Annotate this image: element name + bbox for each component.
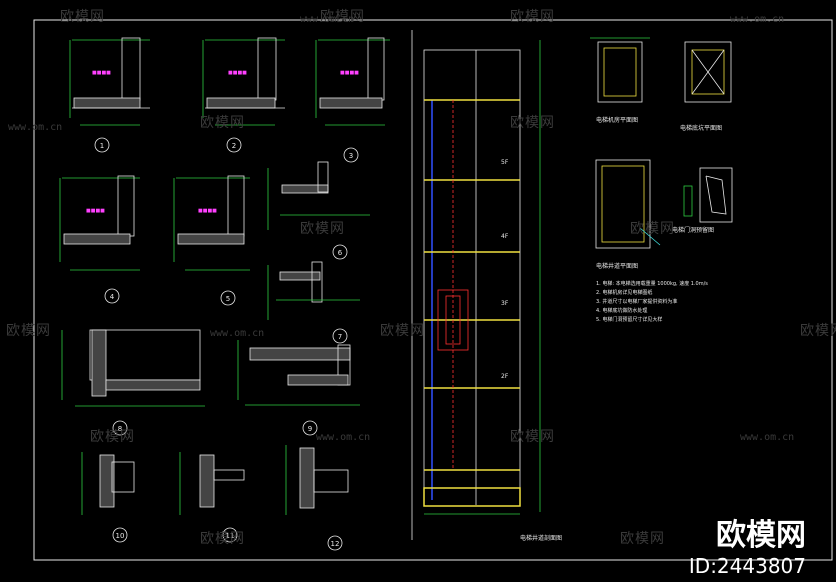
svg-text:■■■■: ■■■■: [198, 208, 217, 214]
detail-number: 2: [232, 142, 236, 150]
watermark-url: www.om.cn: [300, 14, 355, 25]
detail-number: 12: [331, 540, 340, 548]
plan-title-1: 电梯机房平面图: [596, 116, 638, 124]
drawing-frame: [33, 19, 833, 561]
watermark-text: 欧模网: [320, 9, 365, 25]
plan-title-4: 电梯门洞预留图: [672, 226, 714, 234]
detail-9: [237, 340, 360, 436]
detail-number: 1: [100, 142, 104, 150]
detail-number-labels: 1 2 3 4 5 6 7 8 9 10 11 12: [100, 142, 353, 548]
plan-title-3: 电梯井道平面图: [596, 262, 638, 270]
watermark-url: www.om.cn: [740, 432, 795, 443]
detail-4: ■■■■: [59, 175, 140, 304]
brand-logo-text: 欧模网: [716, 518, 806, 553]
note-line: 3. 井道尺寸以电梯厂家提供资料为准: [596, 298, 677, 305]
section-title: 电梯井道剖面图: [520, 534, 562, 542]
elevator-shaft-section: [411, 30, 541, 540]
watermark-url: www.om.cn: [8, 122, 63, 133]
watermark-url: www.om.cn: [210, 328, 265, 339]
notes-block: 1. 电梯: 本电梯选用载重量 1000kg, 速度 1.0m/s 2. 电梯机…: [596, 280, 708, 323]
svg-text:■■■■: ■■■■: [92, 70, 111, 76]
watermark-text: 欧模网: [510, 9, 555, 25]
detail-2: ■■■■: [202, 37, 285, 153]
watermark-text: 欧模网: [380, 323, 425, 339]
watermark-text: 欧模网: [620, 531, 665, 547]
watermark-text: 欧模网: [630, 221, 675, 237]
floor-label-2: 2F: [501, 373, 509, 380]
detail-5: ■■■■: [173, 175, 250, 306]
watermark-text: 欧模网: [510, 429, 555, 445]
watermark-text: 欧模网: [60, 9, 105, 25]
watermark-text: 欧模网: [800, 323, 836, 339]
watermark-url: www.om.cn: [316, 432, 371, 443]
detail-number: 7: [338, 333, 342, 341]
detail-number: 4: [110, 293, 115, 301]
detail-7: [267, 261, 360, 344]
detail-11: [179, 452, 245, 543]
svg-text:■■■■: ■■■■: [86, 208, 105, 214]
watermark-text: 欧模网: [200, 531, 245, 547]
door-opening-detail: [683, 167, 733, 223]
detail-number: 8: [118, 425, 122, 433]
detail-number: 6: [338, 249, 343, 257]
svg-text:■■■■: ■■■■: [340, 70, 359, 76]
watermark-text: 欧模网: [200, 115, 245, 131]
brand-id: ID:2443807: [688, 554, 806, 578]
detail-3: ■■■■: [315, 37, 390, 163]
pit-plan: [684, 41, 732, 103]
detail-number: 9: [308, 425, 312, 433]
watermark-text: 欧模网: [90, 429, 135, 445]
watermark-text: 欧模网: [6, 323, 51, 339]
watermark-text: 欧模网: [300, 221, 345, 237]
watermark-text: 欧模网: [510, 115, 555, 131]
note-line: 1. 电梯: 本电梯选用载重量 1000kg, 速度 1.0m/s: [596, 280, 708, 287]
watermark-url: www.om.cn: [730, 14, 785, 25]
note-line: 5. 电梯门洞预留尺寸详见大样: [596, 316, 662, 323]
detail-10: [81, 452, 135, 543]
floor-label-4: 4F: [501, 233, 509, 240]
note-line: 4. 电梯底坑做防水处理: [596, 307, 647, 314]
detail-number: 10: [116, 532, 125, 540]
detail-number: 3: [349, 152, 353, 160]
plan-title-2: 电梯底坑平面图: [680, 124, 722, 132]
detail-number: 11: [226, 532, 235, 540]
floor-label-5: 5F: [501, 159, 509, 166]
detail-8: [61, 329, 205, 436]
note-line: 2. 电梯机房详见电梯图纸: [596, 289, 652, 296]
detail-6: [267, 161, 370, 260]
detail-1: ■■■■: [69, 37, 150, 153]
machine-room-plan: [590, 37, 650, 103]
floor-label-3: 3F: [501, 300, 509, 307]
svg-text:■■■■: ■■■■: [228, 70, 247, 76]
detail-12: [285, 445, 349, 551]
detail-number: 5: [226, 295, 230, 303]
shaft-plan: [595, 159, 661, 249]
